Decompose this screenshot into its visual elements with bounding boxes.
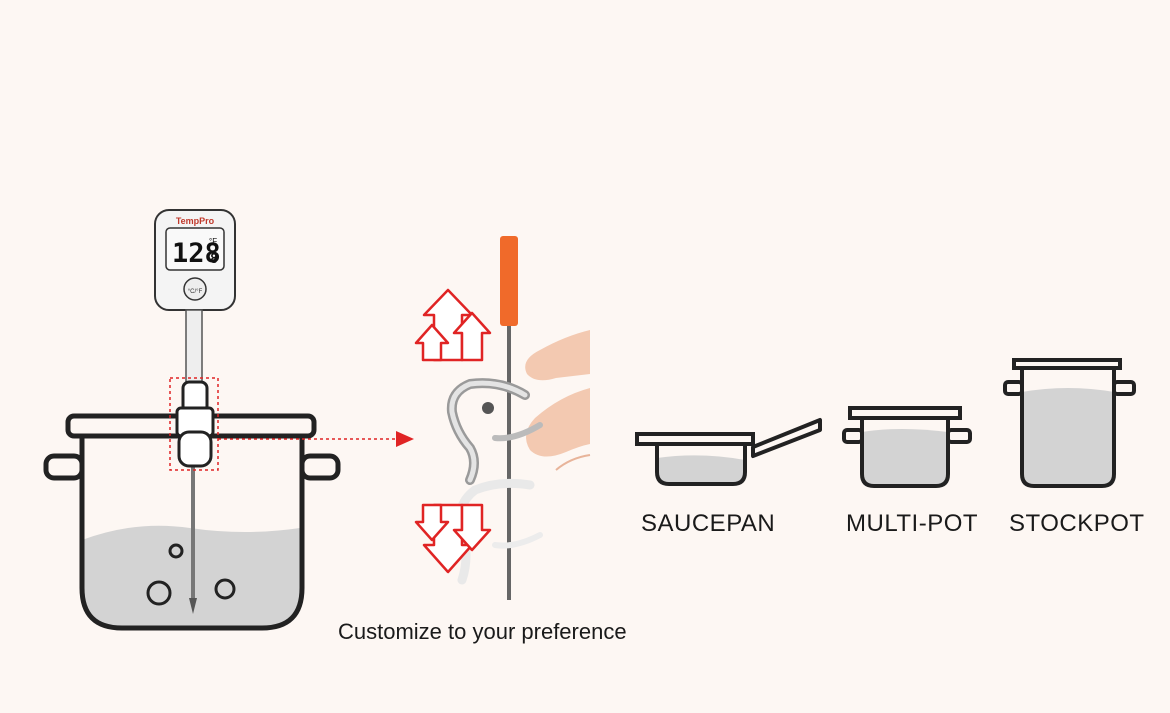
multi-pot-icon xyxy=(842,406,972,488)
probe-sleeve xyxy=(500,236,518,326)
up-arrows-icon xyxy=(414,288,492,362)
down-arrows-icon xyxy=(414,503,492,574)
finger-shadow xyxy=(555,454,591,471)
saucepan-label: SAUCEPAN xyxy=(641,510,776,537)
stockpot-icon xyxy=(1003,358,1136,488)
clip-arm xyxy=(492,422,543,442)
bubble xyxy=(168,543,184,559)
pot-handle-right xyxy=(299,453,341,481)
thermometer-neck xyxy=(185,309,203,383)
finger-bottom xyxy=(526,388,590,457)
callout-box xyxy=(169,377,219,471)
thermometer: TempPro 128 °F 8 °C/°F xyxy=(154,209,414,614)
unit-toggle-button xyxy=(183,277,207,301)
bubble xyxy=(146,580,172,606)
stockpot-label: STOCKPOT xyxy=(1009,510,1145,537)
pot-handle-left xyxy=(43,453,85,481)
multi-pot-label: MULTI-POT xyxy=(846,510,979,537)
clip-screw xyxy=(482,402,494,414)
lcd-unit: °F xyxy=(209,237,217,246)
lcd-screen xyxy=(165,227,225,271)
lcd-decimal: 8 xyxy=(210,252,218,267)
metal-clip xyxy=(446,378,530,485)
probe-tip xyxy=(189,598,197,614)
clip-jaw xyxy=(177,430,213,468)
finger-top xyxy=(525,330,590,381)
unit-toggle-label: °C/°F xyxy=(188,289,203,295)
brand-logo: TempPro xyxy=(176,216,215,226)
lcd-reading: 128 xyxy=(172,238,221,269)
saucepan-icon xyxy=(635,418,822,486)
bubble xyxy=(214,578,236,600)
clip-detail xyxy=(414,236,591,600)
caption: Customize to your preference xyxy=(338,619,627,644)
pot-body xyxy=(79,428,305,631)
callout-arrow-icon xyxy=(396,431,414,447)
